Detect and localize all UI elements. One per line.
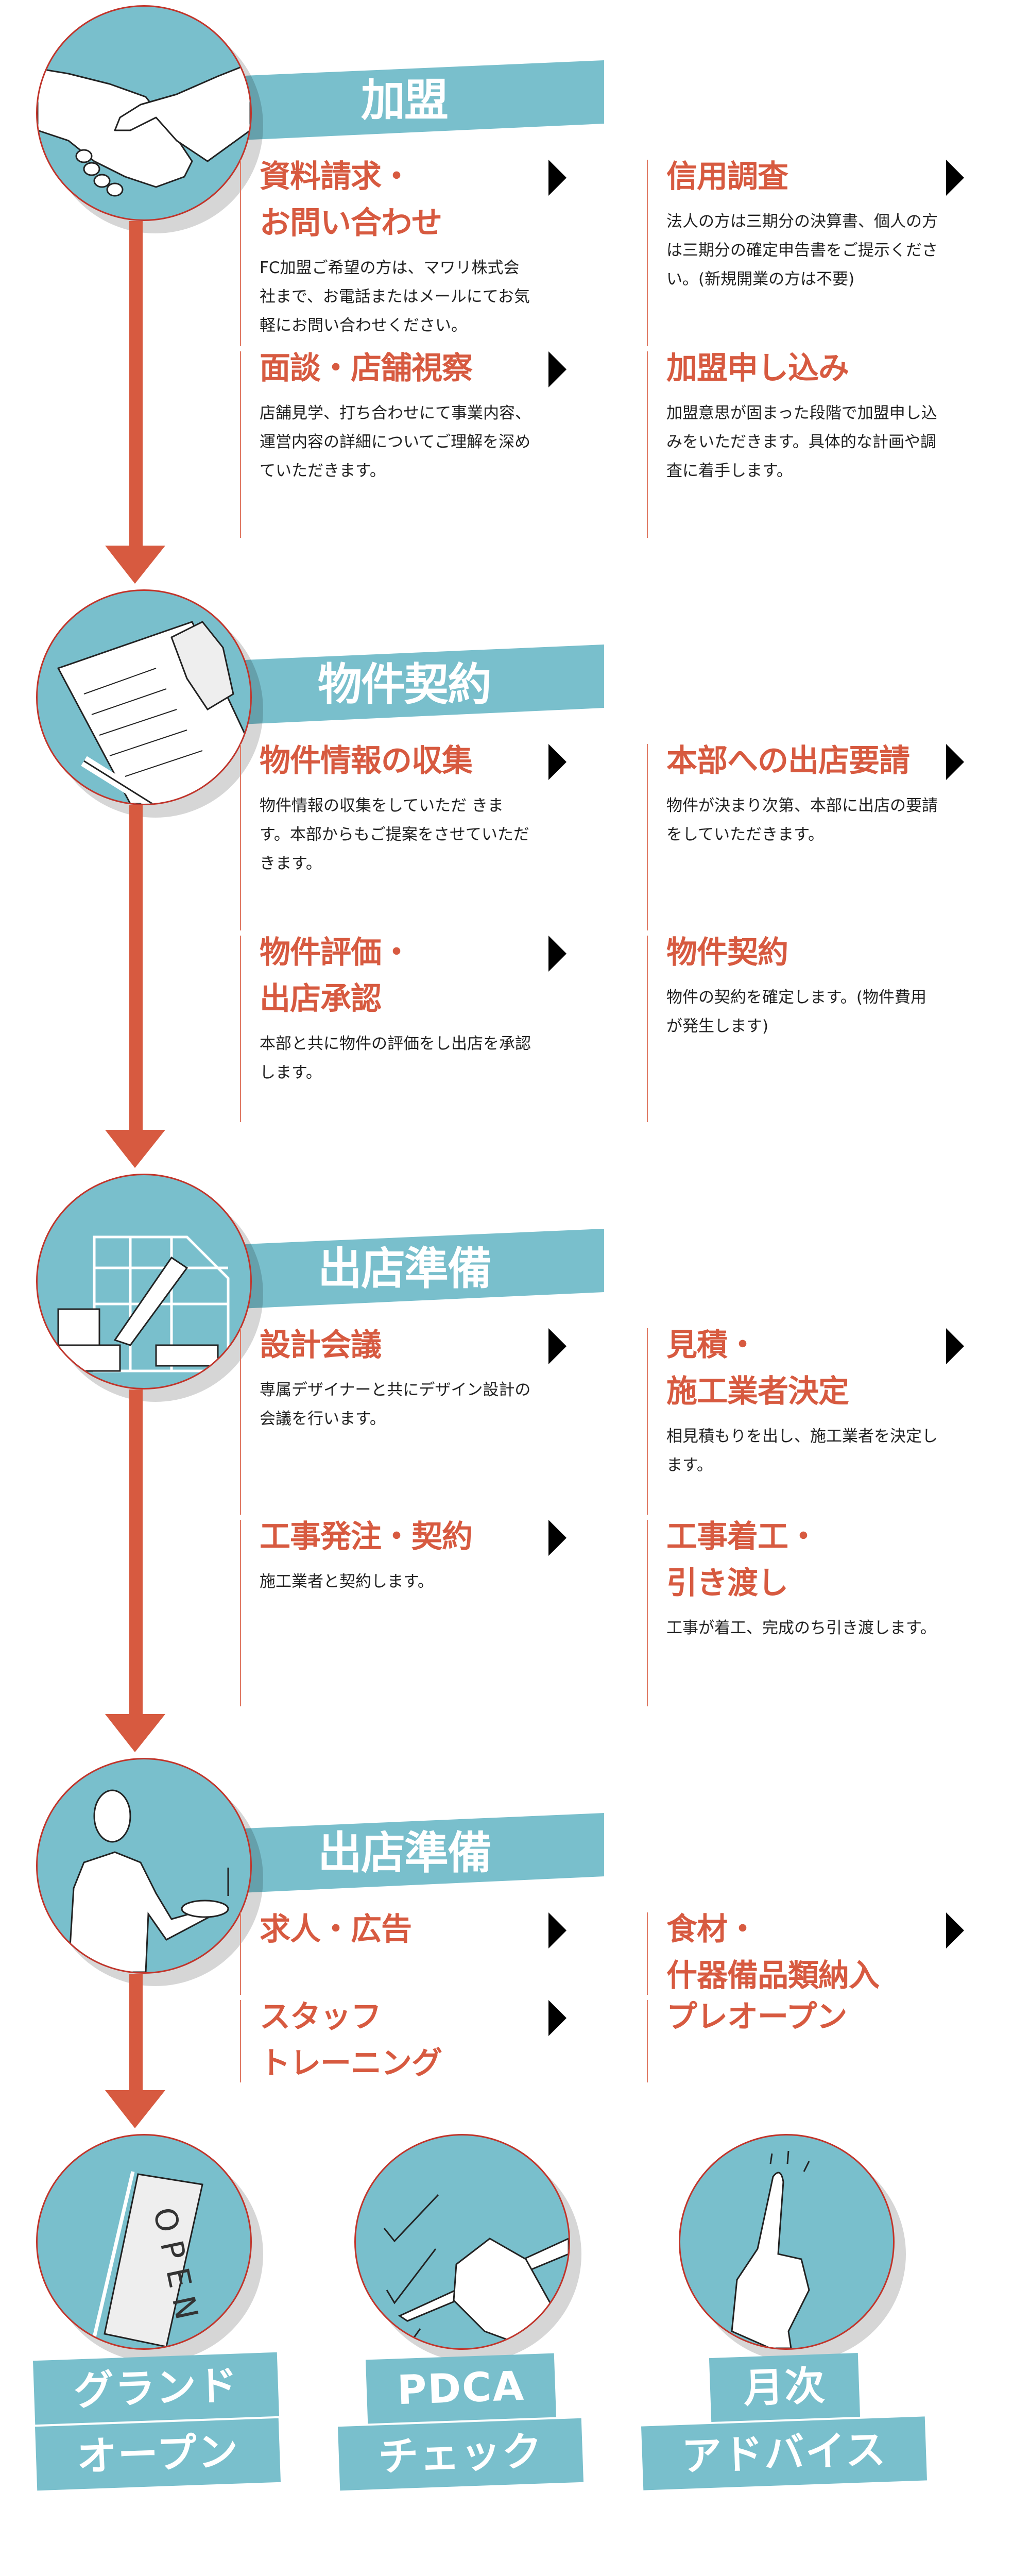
timeline-arrow-icon bbox=[105, 2090, 165, 2128]
grand-open-label-line1: グランド bbox=[32, 2352, 280, 2425]
next-arrow-icon bbox=[548, 1520, 566, 1556]
pdca-label-line2: チェック bbox=[337, 2418, 584, 2491]
section-title: 出店準備 bbox=[318, 1243, 492, 1295]
step-title: 食材・ 什器備品類納入 bbox=[666, 1911, 880, 1994]
step-description: 相見積もりを出し、施工業者を決定します。 bbox=[666, 1427, 938, 1475]
pdca-label-line1: PDCA bbox=[365, 2353, 557, 2424]
step-description: 本部と共に物件の評価をし出店を承認します。 bbox=[260, 1035, 531, 1082]
step-title: 求人・広告 bbox=[260, 1911, 412, 1947]
step-card: スタッフ トレーニング bbox=[240, 1999, 566, 2082]
timeline-line bbox=[129, 1974, 143, 2090]
step-title: 見積・ 施工業者決定 bbox=[666, 1327, 849, 1410]
step-title: 信用調査 bbox=[666, 159, 788, 195]
step-card: 加盟申し込み 加盟意思が固まった段階で加盟申し込みをいただきます。具体的な計画や… bbox=[647, 350, 937, 538]
open-flag-illustration: OPEN bbox=[36, 2134, 252, 2350]
step-card: 食材・ 什器備品類納入 bbox=[647, 1911, 964, 1995]
section-title: 出店準備 bbox=[318, 1827, 492, 1879]
step-card: プレオープン bbox=[647, 1999, 915, 2082]
step-title: 面談・店舗視察 bbox=[260, 350, 473, 386]
contract-document-illustration bbox=[36, 589, 252, 805]
timeline-line bbox=[129, 221, 143, 546]
step-card: 面談・店舗視察 店舗見学、打ち合わせにて事業内容、運営内容の詳細についてご理解を… bbox=[240, 350, 566, 538]
step-card: 見積・ 施工業者決定 相見積もりを出し、施工業者を決定します。 bbox=[647, 1327, 964, 1515]
step-description: 物件情報の収集をしていただ きます。本部からもご提案をさせていただきます。 bbox=[260, 796, 529, 873]
step-card: 物件契約 物件の契約を確定します。(物件費用が発生します) bbox=[647, 935, 926, 1122]
monthly-advice-label-line1: 月次 bbox=[709, 2352, 861, 2422]
grand-open-label-line2: オープン bbox=[35, 2418, 281, 2491]
next-arrow-icon bbox=[548, 936, 566, 972]
next-arrow-icon bbox=[548, 744, 566, 780]
step-description: 法人の方は三期分の決算書、個人の方は三期分の確定申告書をご提示ください。(新規開… bbox=[666, 212, 938, 289]
step-card: 工事発注・契約 施工業者と契約します。 bbox=[240, 1519, 566, 1706]
step-title: スタッフ トレーニング bbox=[260, 1999, 442, 2081]
timeline-line bbox=[129, 1389, 143, 1714]
next-arrow-icon bbox=[946, 744, 964, 780]
step-card: 信用調査 法人の方は三期分の決算書、個人の方は三期分の確定申告書をご提示ください… bbox=[647, 159, 964, 346]
step-card: 本部への出店要請 物件が決まり次第、本部に出店の要請をしていただきます。 bbox=[647, 743, 964, 930]
next-arrow-icon bbox=[946, 1912, 964, 1948]
step-description: 工事が着工、完成のち引き渡します。 bbox=[666, 1619, 936, 1637]
step-card: 資料請求・ お問い合わせ FC加盟ご希望の方は、マワリ株式会社まで、お電話または… bbox=[240, 159, 566, 346]
step-title: プレオープン bbox=[666, 1999, 847, 2035]
timeline-line bbox=[129, 805, 143, 1130]
pointing-finger-illustration bbox=[679, 2134, 895, 2350]
waiter-illustration bbox=[36, 1758, 252, 1974]
step-title: 本部への出店要請 bbox=[666, 743, 910, 779]
next-arrow-icon bbox=[548, 160, 566, 196]
next-arrow-icon bbox=[946, 1328, 964, 1364]
step-description: FC加盟ご希望の方は、マワリ株式会社まで、お電話またはメールにてお気軽にお問い合… bbox=[260, 259, 530, 335]
construction-illustration bbox=[36, 1174, 252, 1389]
step-title: 物件情報の収集 bbox=[260, 743, 473, 779]
monthly-advice-circle bbox=[679, 2134, 906, 2362]
step-title: 工事発注・契約 bbox=[260, 1519, 473, 1555]
timeline-arrow-icon bbox=[105, 1130, 165, 1168]
monthly-advice-label-line2: アドバイス bbox=[641, 2416, 927, 2490]
step-description: 物件の契約を確定します。(物件費用が発生します) bbox=[666, 988, 926, 1036]
step-card: 求人・広告 bbox=[240, 1911, 566, 1995]
step-description: 店舗見学、打ち合わせにて事業内容、運営内容の詳細についてご理解を深めていただきま… bbox=[260, 404, 531, 480]
step-description: 物件が決まり次第、本部に出店の要請をしていただきます。 bbox=[666, 796, 938, 844]
step-description: 施工業者と契約します。 bbox=[260, 1572, 434, 1591]
step-title: 設計会議 bbox=[260, 1327, 382, 1363]
next-arrow-icon bbox=[548, 351, 566, 387]
step-card: 設計会議 専属デザイナーと共にデザイン設計の会議を行います。 bbox=[240, 1327, 566, 1515]
step-description: 専属デザイナーと共にデザイン設計の会議を行います。 bbox=[260, 1381, 531, 1428]
next-arrow-icon bbox=[548, 1328, 566, 1364]
step-title: 資料請求・ お問い合わせ bbox=[260, 159, 442, 241]
section-title: 加盟 bbox=[361, 75, 449, 126]
step-description: 加盟意思が固まった段階で加盟申し込みをいただきます。具体的な計画や調査に着手しま… bbox=[666, 404, 937, 480]
step-title: 加盟申し込み bbox=[666, 350, 849, 386]
pdca-circle bbox=[354, 2134, 581, 2362]
timeline-arrow-icon bbox=[105, 546, 165, 584]
handshake-illustration bbox=[36, 5, 252, 221]
section-title: 物件契約 bbox=[318, 659, 492, 710]
step-title: 工事着工・ 引き渡し bbox=[666, 1519, 819, 1601]
grand-open-circle: OPEN bbox=[36, 2134, 263, 2362]
step-card: 物件情報の収集 物件情報の収集をしていただ きます。本部からもご提案をさせていた… bbox=[240, 743, 566, 930]
step-card: 工事着工・ 引き渡し 工事が着工、完成のち引き渡します。 bbox=[647, 1519, 936, 1706]
writing-hand-illustration bbox=[354, 2134, 570, 2350]
step-title: 物件評価・ 出店承認 bbox=[260, 935, 412, 1017]
step-card: 物件評価・ 出店承認 本部と共に物件の評価をし出店を承認します。 bbox=[240, 935, 566, 1122]
next-arrow-icon bbox=[548, 2000, 566, 2036]
timeline-arrow-icon bbox=[105, 1714, 165, 1752]
next-arrow-icon bbox=[548, 1912, 566, 1948]
next-arrow-icon bbox=[946, 160, 964, 196]
step-title: 物件契約 bbox=[666, 935, 788, 971]
